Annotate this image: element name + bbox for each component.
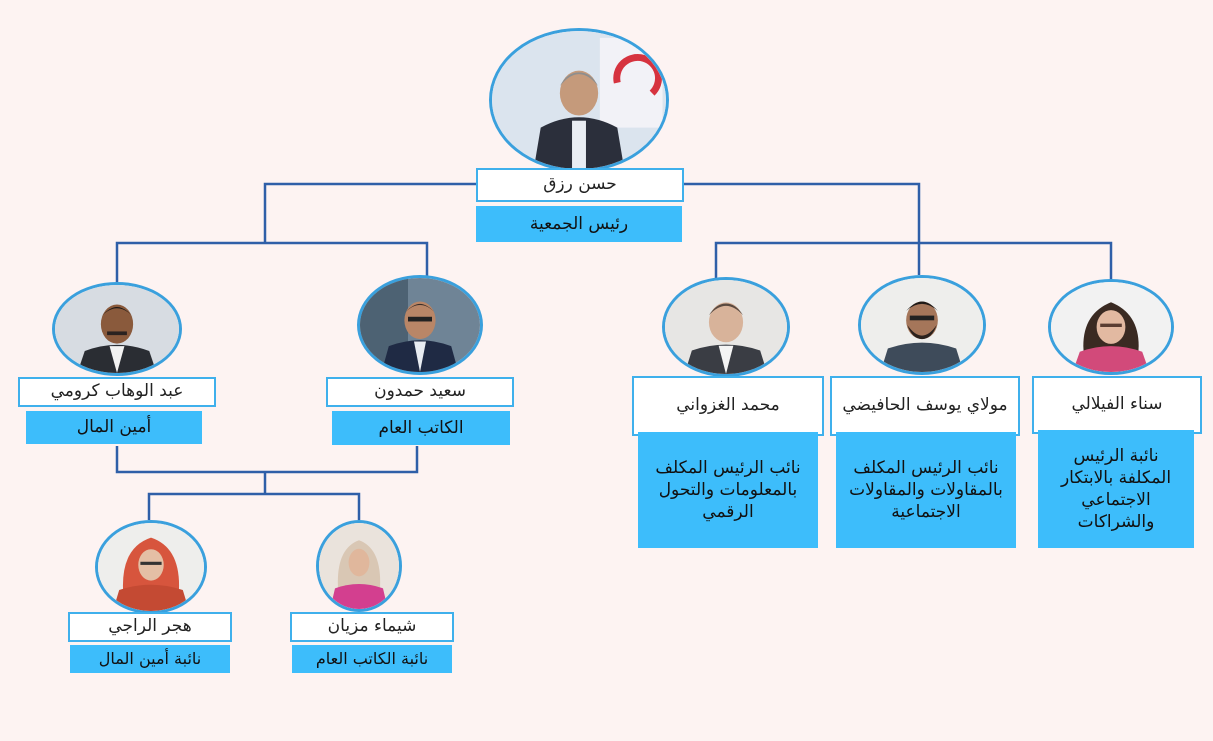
deputy-secretary-photo: [316, 520, 402, 612]
deputy-secretary-name: شيماء مزيان: [290, 612, 454, 642]
treasurer-name: عبد الوهاب كرومي: [18, 377, 216, 407]
vp-left-photo: [662, 277, 790, 377]
vp-middle-photo: [858, 275, 986, 375]
deputy-treasurer-photo: [95, 520, 207, 614]
president-photo: [489, 28, 669, 172]
vp-left-title: نائب الرئيس المكلف بالمعلومات والتحول ال…: [638, 432, 818, 548]
deputy-treasurer-title: نائبة أمين المال: [70, 645, 230, 673]
vp-left-name: محمد الغزواني: [632, 376, 824, 436]
treasurer-title: أمين المال: [26, 411, 202, 444]
vp-middle-title: نائب الرئيس المكلف بالمقاولات والمقاولات…: [836, 432, 1016, 548]
president-name: حسن رزق: [476, 168, 684, 202]
secretary-photo: [357, 275, 483, 375]
treasurer-photo: [52, 282, 182, 376]
deputy-secretary-title: نائبة الكاتب العام: [292, 645, 452, 673]
vp-right-photo: [1048, 279, 1174, 375]
secretary-title: الكاتب العام: [332, 411, 510, 445]
vp-right-title: نائبة الرئيس المكلفة بالابتكار الاجتماعي…: [1038, 430, 1194, 548]
vp-right-name: سناء الفيلالي: [1032, 376, 1202, 434]
vp-middle-name: مولاي يوسف الحافيضي: [830, 376, 1020, 436]
deputy-treasurer-name: هجر الراجي: [68, 612, 232, 642]
secretary-name: سعيد حمدون: [326, 377, 514, 407]
president-title: رئيس الجمعية: [476, 206, 682, 242]
